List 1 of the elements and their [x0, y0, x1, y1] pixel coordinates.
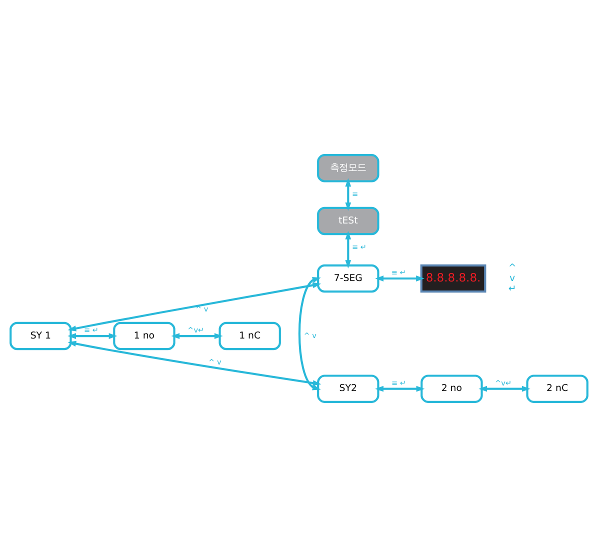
node-label: ^ v ↵ [508, 262, 516, 294]
